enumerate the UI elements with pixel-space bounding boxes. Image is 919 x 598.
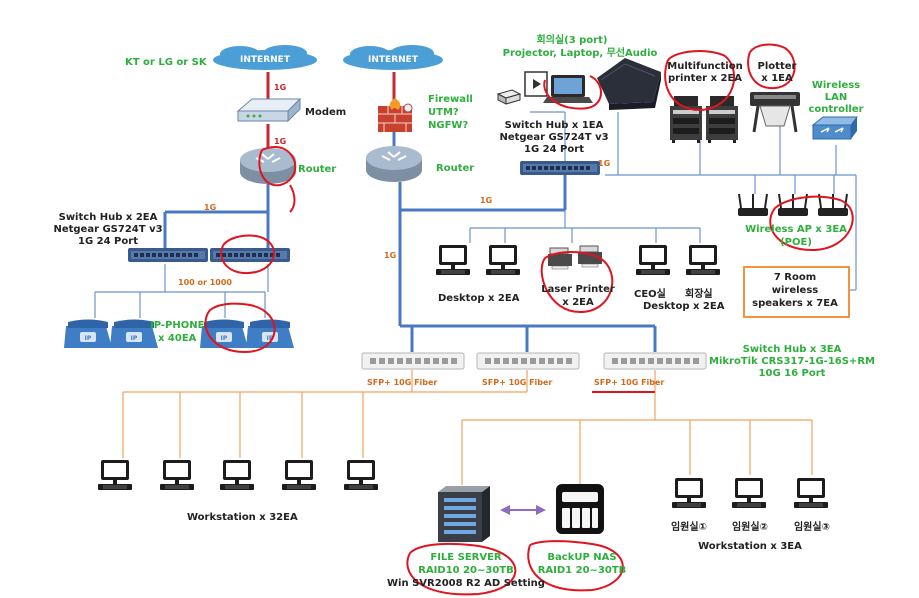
audio-speaker — [597, 58, 661, 110]
speakers-box — [743, 266, 850, 318]
speed-label: 1G — [274, 83, 287, 92]
desktop-label: Desktop x 2EA — [643, 301, 725, 312]
ip-phone-label-1: IP-PHONE — [150, 320, 205, 331]
backup-nas — [556, 484, 604, 534]
workstation — [220, 460, 254, 490]
ip-phone-label-2: x 40EA — [158, 333, 197, 344]
wireless-ap-label-1: Wireless AP x 3EA — [745, 224, 847, 235]
mfp-label-1: Multifunction — [667, 61, 743, 72]
switch-left-label-3: 1G 24 Port — [78, 236, 138, 247]
red-annotations — [204, 43, 854, 596]
isp-label: KT or LG or SK — [125, 57, 207, 68]
desktop-pc-chairman — [686, 245, 720, 275]
mfp-label-2: printer x 2EA — [667, 73, 743, 84]
internet-cloud — [343, 45, 443, 70]
plotter-label-1: Plotter — [757, 61, 797, 72]
firewall — [378, 98, 413, 132]
firewall-label-1: Firewall — [428, 94, 473, 105]
speakers-label-1: 7 Room — [773, 272, 817, 283]
laptop — [543, 75, 593, 103]
workstation — [98, 460, 132, 490]
meeting-room-label-2: Projector, Laptop, 무선Audio — [502, 48, 658, 59]
plotter — [750, 92, 800, 133]
workstation — [282, 460, 316, 490]
exec-room-label-1: 임원실① — [670, 522, 708, 533]
internet-label: INTERNET — [368, 55, 418, 65]
router-label: Router — [298, 164, 337, 175]
exec-workstation — [672, 478, 706, 508]
exec-workstation — [732, 478, 766, 508]
router — [239, 147, 297, 185]
projector-screen — [524, 71, 548, 97]
mikrotik-switch — [476, 352, 580, 370]
speed-label-100-1000: 100 or 1000 — [178, 278, 232, 287]
sfp-label: SFP+ 10G Fiber — [482, 378, 553, 387]
wireless-ap — [737, 193, 769, 217]
speed-label: 1G — [384, 251, 397, 260]
exec-workstation — [794, 478, 828, 508]
nas-label-2: RAID1 20~30TB — [537, 565, 627, 576]
wireless-lan-controller — [811, 116, 858, 140]
mikrotik-switch — [603, 352, 707, 370]
switch-left-label-2: Netgear GS724T v3 — [53, 224, 163, 235]
speed-label: 1G — [274, 137, 287, 146]
ip-phone — [64, 319, 112, 348]
workstation-exec-label: Workstation x 3EA — [698, 541, 802, 552]
firewall-label-3: NGFW? — [428, 120, 469, 131]
mikrotik-switch — [361, 352, 465, 370]
switch-hub-top — [520, 161, 600, 175]
meeting-room-label-1: 회의실(3 port) — [536, 35, 608, 46]
laser-printer-label-2: x 2EA — [562, 297, 594, 308]
switch-top-label-3: 1G 24 Port — [524, 144, 584, 155]
desktop-pc — [436, 245, 470, 275]
modem — [236, 97, 302, 123]
exec-room-label-2: 임원실② — [731, 522, 769, 533]
desktop-pc-ceo — [636, 245, 670, 275]
internet-cloud — [213, 45, 317, 70]
multifunction-printer — [670, 96, 702, 143]
switch-left-label-1: Switch Hub x 2EA — [58, 212, 158, 223]
file-server-label-2: RAID10 20~30TB — [418, 565, 514, 576]
wlc-label-1: Wireless — [811, 80, 861, 91]
switch-core-label-2: MikroTik CRS317-1G-16S+RM — [709, 356, 875, 367]
speakers-label-2: wireless — [771, 285, 819, 296]
firewall-label-2: UTM? — [428, 107, 459, 118]
modem-label: Modem — [305, 107, 347, 118]
ceo-room-label: CEO실 — [634, 289, 666, 300]
sfp-label: SFP+ 10G Fiber — [594, 378, 665, 387]
switch-core-label-1: Switch Hub x 3EA — [742, 344, 842, 355]
workstation — [160, 460, 194, 490]
speed-label: 1G — [204, 203, 217, 212]
desktop-label: Desktop x 2EA — [438, 293, 520, 304]
wireless-ap-label-2: (POE) — [780, 237, 812, 248]
switch-top-label-1: Switch Hub x 1EA — [504, 120, 604, 131]
wlc-label-2: LAN — [824, 92, 848, 103]
router — [365, 145, 423, 183]
switch-core-label-3: 10G 16 Port — [758, 368, 826, 379]
chairman-room-label: 회장실 — [685, 289, 713, 300]
file-server — [438, 486, 490, 542]
sfp-label: SFP+ 10G Fiber — [367, 378, 438, 387]
nas-label-1: BackUP NAS — [547, 552, 617, 563]
speed-label: 1G — [480, 196, 493, 205]
file-server-label-3: Win SVR2008 R2 AD Setting — [387, 578, 545, 589]
plotter-label-2: x 1EA — [761, 73, 793, 84]
projector — [496, 89, 522, 105]
speed-label: 1G — [598, 159, 611, 168]
internet-label: INTERNET — [240, 55, 290, 65]
laser-printer-label-1: Laser Printer — [541, 284, 615, 295]
workstation-label: Workstation x 32EA — [187, 512, 298, 523]
exec-room-label-3: 임원실③ — [793, 522, 831, 533]
switch-top-label-2: Netgear GS724T v3 — [499, 132, 609, 143]
workstation — [344, 460, 378, 490]
file-server-label-1: FILE SERVER — [430, 552, 502, 563]
router-label: Router — [436, 163, 475, 174]
switch-hub-left-1 — [128, 248, 208, 262]
desktop-pc — [486, 245, 520, 275]
ip-phone — [246, 319, 294, 348]
wlc-label-3: controller — [808, 104, 864, 115]
speakers-label-3: speakers x 7EA — [752, 298, 838, 309]
